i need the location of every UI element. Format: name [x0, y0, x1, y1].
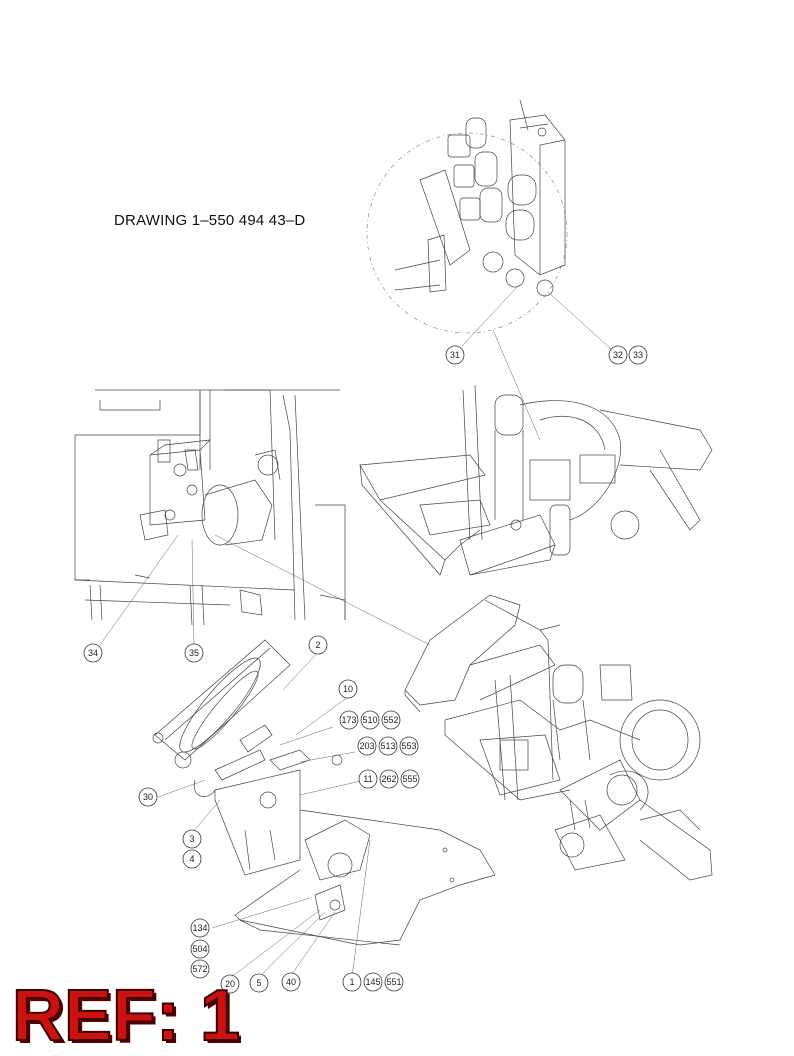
callout-20: 20: [220, 974, 240, 994]
svg-text:145: 145: [365, 977, 380, 987]
svg-text:262: 262: [381, 774, 396, 784]
callout-40: 40: [281, 972, 301, 992]
svg-text:173: 173: [341, 715, 356, 725]
svg-text:572: 572: [192, 964, 207, 974]
callout-262: 262: [379, 769, 399, 789]
callout-504: 504: [190, 939, 210, 959]
hose-reel-assembly: [152, 639, 343, 797]
callout-4: 4: [182, 849, 202, 869]
callout-32: 32: [608, 345, 628, 365]
callout-552: 552: [381, 710, 401, 730]
callout-1: 1: [342, 972, 362, 992]
callout-30: 30: [138, 787, 158, 807]
svg-text:203: 203: [359, 741, 374, 751]
svg-text:504: 504: [192, 944, 207, 954]
leader-lines: [157, 651, 371, 979]
callout-31: 31: [445, 345, 465, 365]
svg-text:33: 33: [633, 350, 643, 360]
svg-text:31: 31: [450, 350, 460, 360]
svg-text:20: 20: [225, 979, 235, 989]
callout-145: 145: [363, 972, 383, 992]
svg-text:513: 513: [380, 741, 395, 751]
callout-35: 35: [184, 643, 204, 663]
detail-view-valve-block: [366, 99, 613, 351]
callout-203: 203: [357, 736, 377, 756]
svg-text:40: 40: [286, 977, 296, 987]
svg-text:551: 551: [386, 977, 401, 987]
callout-33: 33: [628, 345, 648, 365]
svg-text:11: 11: [363, 774, 372, 784]
upper-assembly-view: [359, 384, 713, 576]
callout-11: 11: [358, 769, 378, 789]
svg-text:34: 34: [88, 648, 98, 658]
callout-balloons: 31 32 33 34 35 2 10 173 510 552 203 513 …: [83, 345, 648, 994]
svg-text:2: 2: [315, 640, 320, 650]
svg-text:1: 1: [349, 977, 354, 987]
callout-513: 513: [378, 736, 398, 756]
drawing-number-label: DRAWING 1–550 494 43–D: [114, 212, 306, 229]
callout-173: 173: [339, 710, 359, 730]
svg-text:3: 3: [189, 834, 194, 844]
callout-572: 572: [190, 959, 210, 979]
svg-text:4: 4: [189, 854, 194, 864]
svg-text:552: 552: [383, 715, 398, 725]
mounting-bracket: [214, 769, 496, 946]
left-detail-view-manifold: [74, 389, 346, 626]
callout-5: 5: [249, 973, 269, 993]
callout-555: 555: [400, 769, 420, 789]
svg-text:30: 30: [143, 792, 153, 802]
svg-text:134: 134: [192, 923, 207, 933]
callout-3: 3: [182, 829, 202, 849]
svg-text:510: 510: [362, 715, 377, 725]
svg-text:35: 35: [189, 648, 199, 658]
callout-2: 2: [308, 635, 328, 655]
svg-text:10: 10: [343, 684, 353, 694]
callout-510: 510: [360, 710, 380, 730]
svg-text:32: 32: [613, 350, 623, 360]
ref-label: REF: 1: [11, 976, 241, 1056]
svg-text:553: 553: [401, 741, 416, 751]
callout-10: 10: [338, 679, 358, 699]
svg-text:555: 555: [402, 774, 417, 784]
callout-34: 34: [83, 643, 103, 663]
callout-553: 553: [399, 736, 419, 756]
svg-text:5: 5: [256, 978, 261, 988]
callout-551: 551: [384, 972, 404, 992]
main-frame-assembly: [404, 594, 713, 881]
callout-134: 134: [190, 918, 210, 938]
